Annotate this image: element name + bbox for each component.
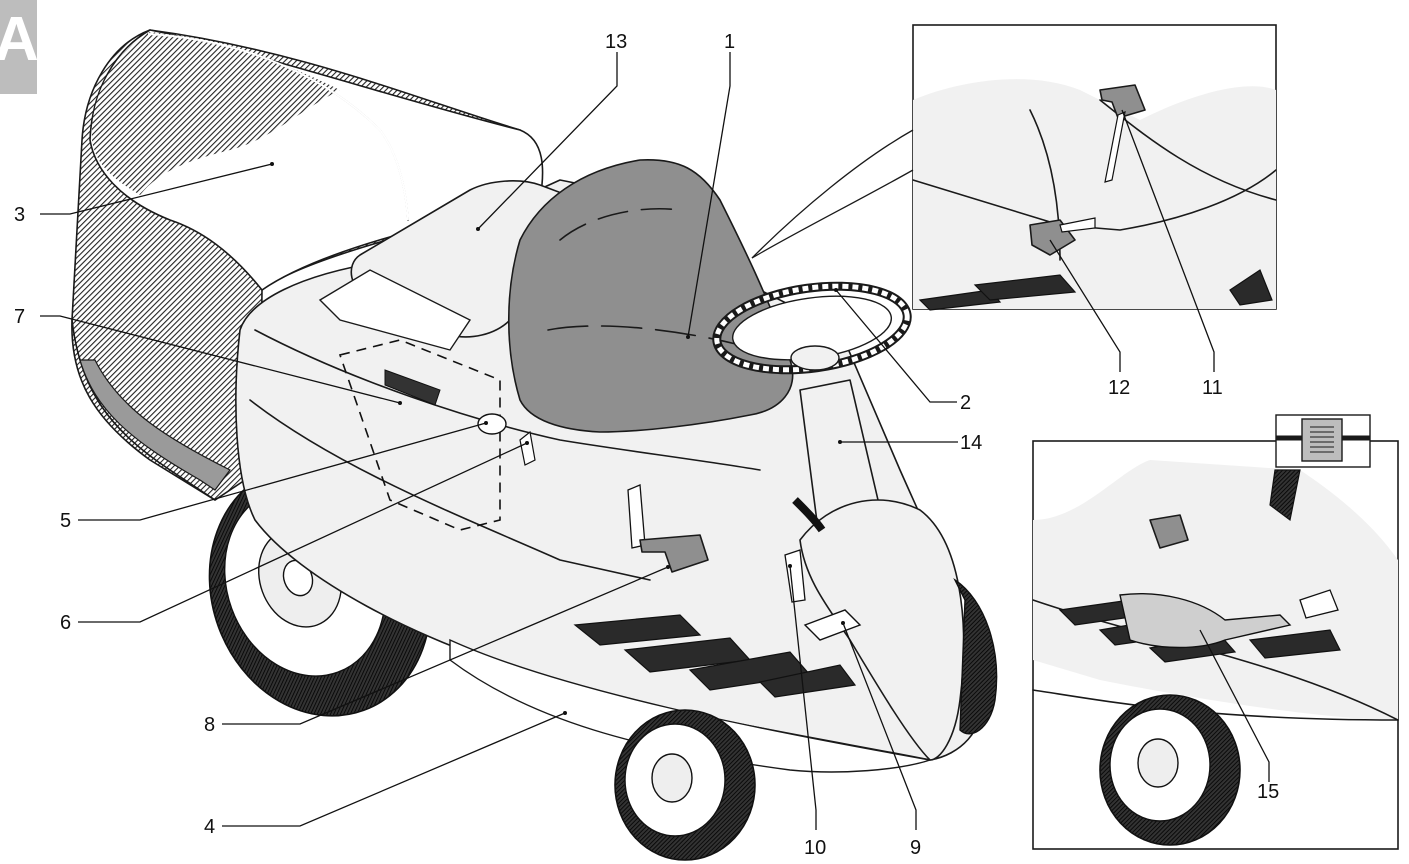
callout-6: 6 [60, 612, 71, 634]
leader-dots [270, 162, 845, 715]
floor-mats [573, 614, 857, 698]
section-tag-letter: A [0, 5, 37, 74]
callout-8: 8 [204, 714, 215, 736]
callout-2: 2 [960, 392, 971, 414]
callout-7: 7 [14, 306, 25, 328]
callout-3: 3 [14, 204, 25, 226]
callout-14: 14 [960, 432, 982, 454]
warning-sign-icon [1275, 414, 1371, 468]
leader-lines [40, 52, 1270, 830]
inset-bottom-right [1032, 440, 1399, 850]
main-mower-illustration [71, 29, 998, 861]
front-wheel [614, 709, 756, 861]
grass-catcher-bag [71, 29, 544, 501]
callout-5: 5 [60, 510, 71, 532]
callout-labels: 3 7 5 6 8 4 13 1 2 14 10 9 12 11 15 [14, 31, 1279, 859]
callout-11: 11 [1202, 377, 1223, 399]
callout-9: 9 [910, 837, 921, 859]
height-lever [627, 484, 709, 573]
seat [508, 159, 794, 433]
callout-1: 1 [724, 31, 735, 53]
inset-top-right [751, 24, 1277, 311]
section-tag: A [0, 0, 37, 94]
front-wheel-right [953, 577, 998, 735]
callout-13: 13 [605, 31, 627, 53]
callout-12: 12 [1108, 377, 1130, 399]
callout-15: 15 [1257, 781, 1279, 803]
callout-4: 4 [204, 816, 215, 838]
pedals [784, 549, 862, 641]
callout-10: 10 [804, 837, 826, 859]
